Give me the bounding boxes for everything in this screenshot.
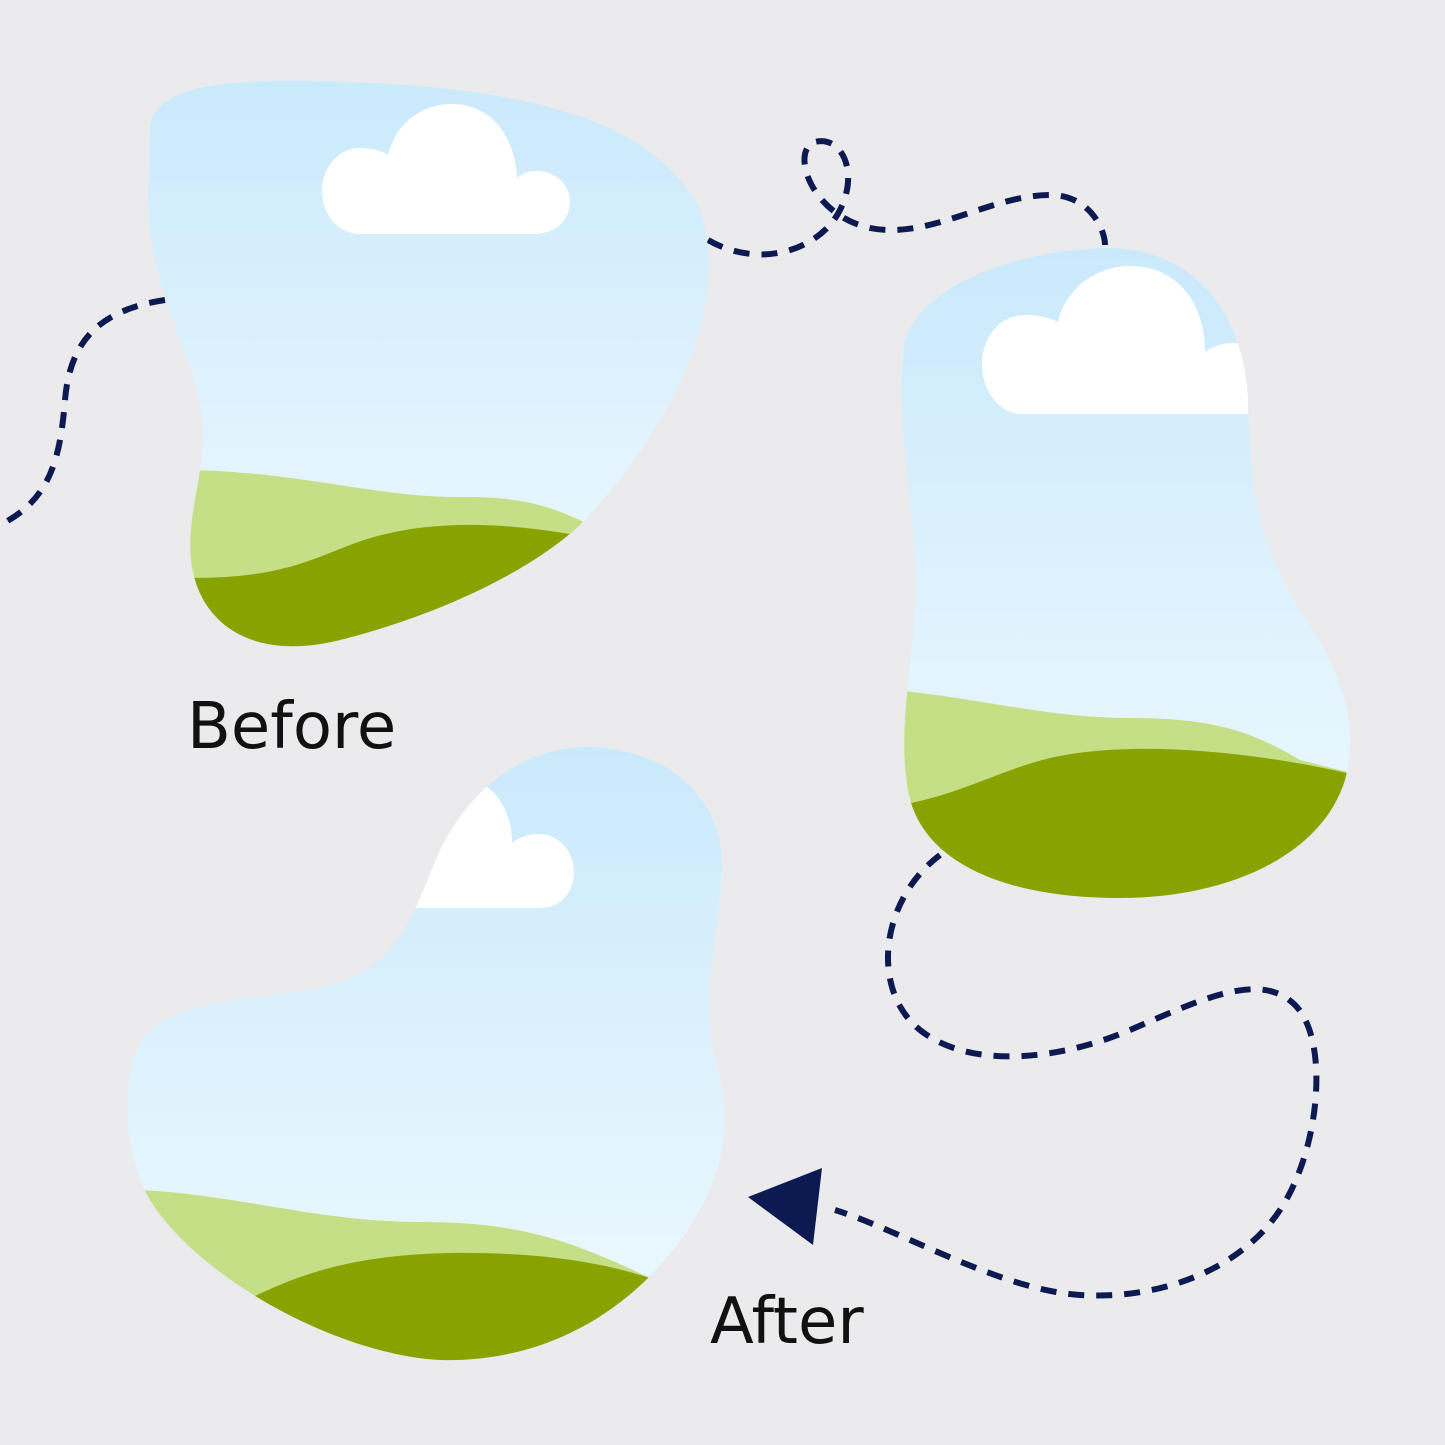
dashed-path-to-after — [834, 852, 1320, 1299]
dashed-path-left — [0, 297, 166, 528]
hill-dark — [901, 748, 1350, 898]
before-label: Before — [187, 690, 396, 764]
arrowhead-icon — [748, 1168, 822, 1245]
intermediate-image — [901, 248, 1350, 898]
hill-dark — [150, 524, 600, 647]
before-image — [148, 80, 709, 647]
after-image — [127, 747, 725, 1361]
after-label: After — [710, 1285, 864, 1359]
dashed-path-loop — [706, 138, 1108, 258]
cloud-icon — [982, 266, 1250, 414]
cloud-icon — [322, 104, 570, 234]
